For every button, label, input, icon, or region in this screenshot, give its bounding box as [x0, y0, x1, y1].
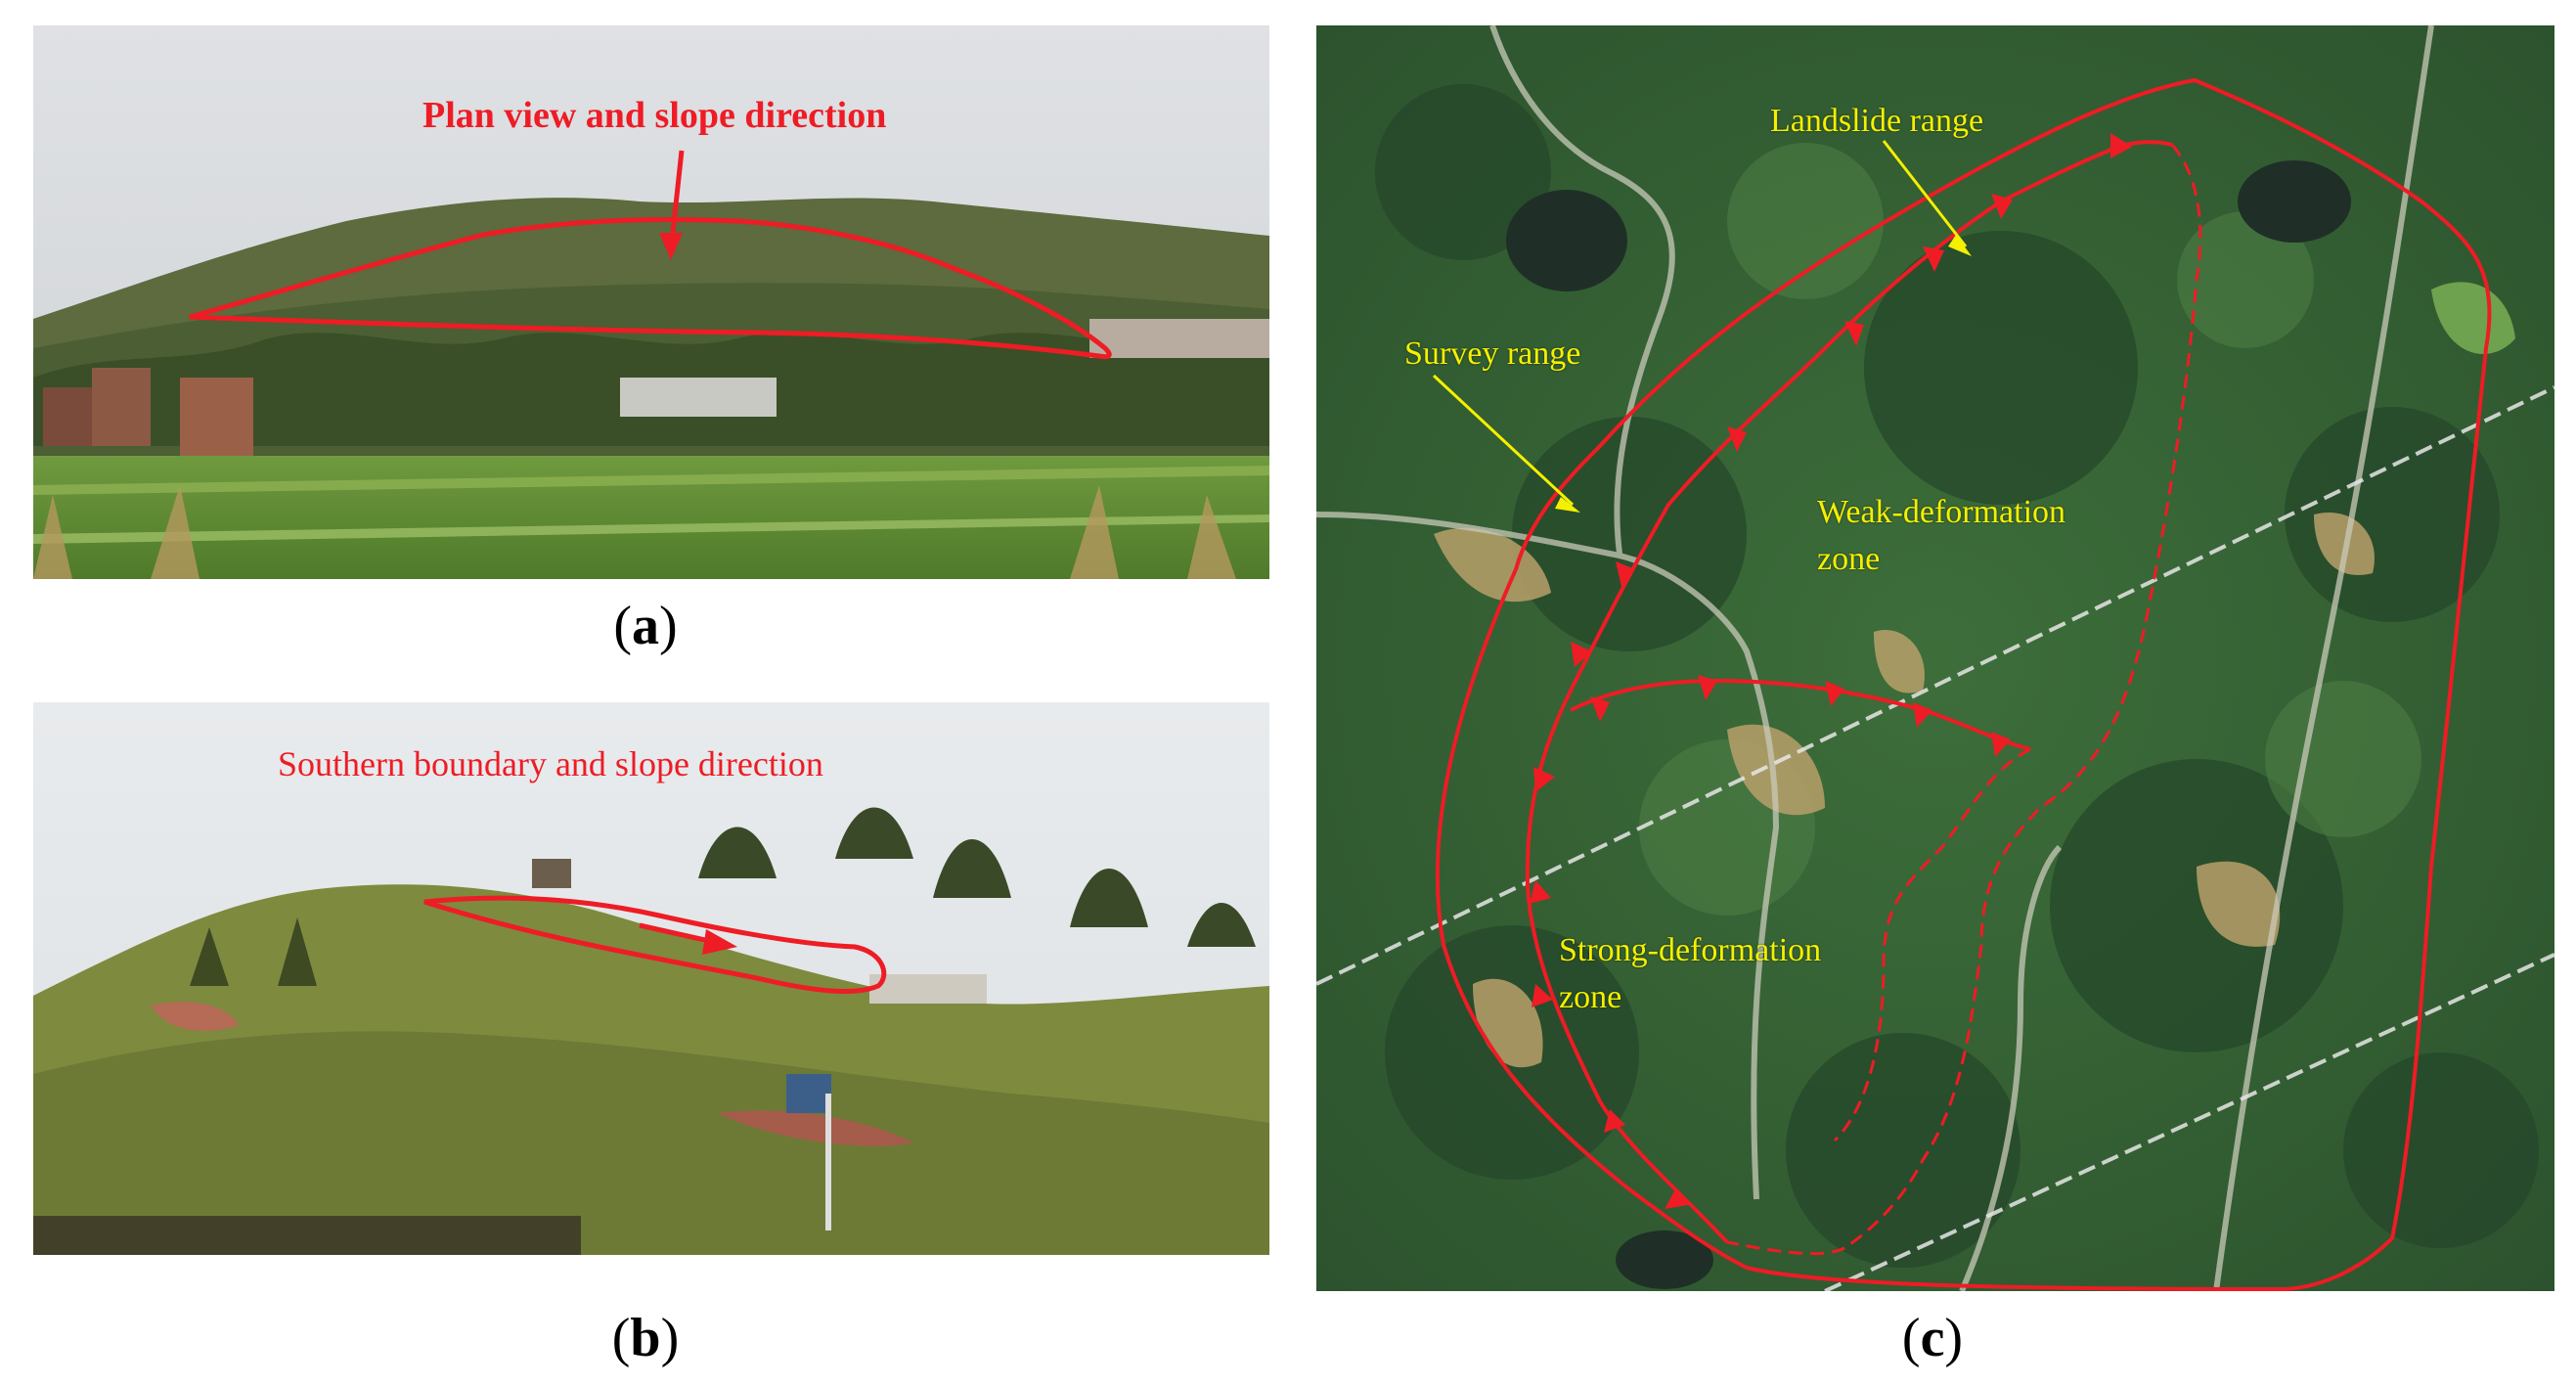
caption-a: (a) — [613, 596, 678, 656]
hillside-photo-a — [33, 25, 1269, 579]
survey-range-label: Survey range — [1404, 335, 1581, 372]
photo-panel-b: Southern boundary and slope direction — [33, 702, 1269, 1255]
landslide-dashed-boundary — [1726, 144, 2202, 1256]
strong-deformation-scarp — [1570, 678, 2031, 751]
landslide-range-leader — [1882, 140, 1968, 247]
satellite-panel-c: Landslide range Survey range Weak-deform… — [1316, 25, 2554, 1291]
weak-zone-label: Weak-deformation zone — [1817, 494, 2066, 577]
strong-zone-label: Strong-deformation zone — [1559, 932, 1822, 1015]
photo-panel-a: Plan view and slope direction — [33, 25, 1269, 579]
plan-view-outline — [189, 217, 1112, 360]
strong-deformation-dashed — [1833, 747, 2031, 1142]
landslide-range-boundary — [1525, 140, 2173, 1244]
caption-b: (b) — [611, 1308, 680, 1368]
survey-range-boundary — [1435, 77, 2492, 1291]
southern-boundary-outline — [423, 895, 887, 994]
photo-a-label: Plan view and slope direction — [422, 95, 887, 136]
landslide-range-label: Landslide range — [1770, 103, 1984, 139]
satellite-map — [1316, 25, 2554, 1291]
hillside-photo-b — [33, 702, 1269, 1255]
caption-c: (c) — [1901, 1308, 1964, 1368]
photo-b-label: Southern boundary and slope direction — [278, 744, 823, 783]
survey-range-leader — [1432, 374, 1575, 507]
